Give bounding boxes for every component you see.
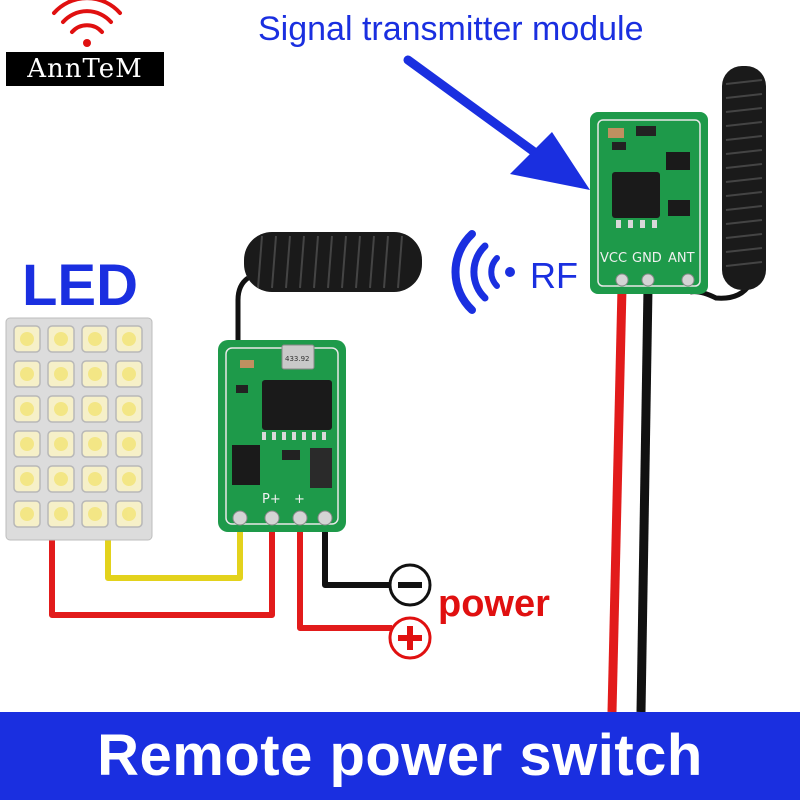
led-label: LED (22, 253, 138, 318)
transmitter-pin-vcc: VCC (600, 251, 627, 266)
receiver-pin-plus: + (294, 492, 305, 507)
receiver-pin-p-plus: P+ (262, 492, 281, 507)
transmitter-pin-ant: ANT (668, 251, 695, 266)
rf-label: RF (530, 255, 578, 296)
wiring (49, 520, 392, 631)
positive-terminal-symbol (388, 616, 432, 660)
bottom-banner: Remote power switch (0, 712, 800, 800)
receiver-board (218, 340, 346, 532)
rf-wave-icon (451, 230, 515, 314)
crystal-marking: 433.92 (285, 355, 310, 363)
transmitter-board (590, 112, 708, 294)
logo-signal-icon (52, 0, 122, 47)
transmitter-antenna-coil (689, 66, 766, 301)
transmitter-wires (607, 287, 653, 713)
power-positive-wire (297, 520, 392, 631)
transmitter-title: Signal transmitter module (258, 10, 644, 48)
led-red-wire (49, 520, 275, 618)
led-yellow-wire (105, 520, 243, 581)
led-chips (13, 325, 143, 528)
pointer-arrow (403, 55, 590, 190)
negative-terminal-symbol (388, 563, 432, 607)
receiver-antenna-coil (235, 232, 422, 345)
power-label: power (438, 583, 550, 625)
brand-logo-text: AnnTeM (6, 52, 164, 86)
banner-text: Remote power switch (97, 723, 703, 788)
led-panel (5, 317, 153, 541)
transmitter-pin-gnd: GND (632, 251, 662, 266)
power-negative-wire (322, 520, 392, 588)
brand-logo: AnnTeM (4, 4, 166, 86)
